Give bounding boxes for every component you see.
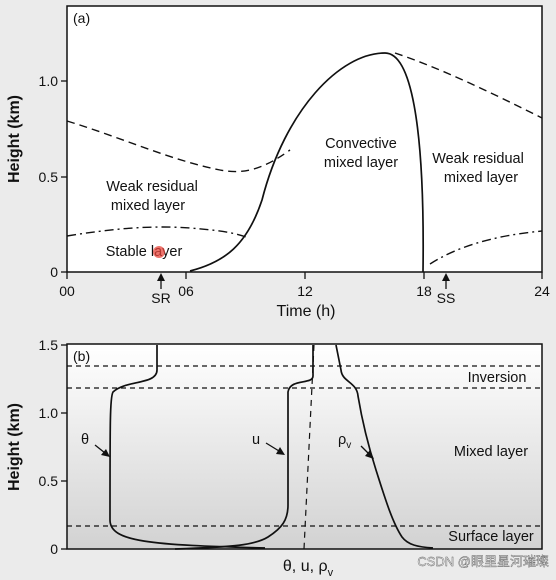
sunset-label: SS [437, 290, 456, 306]
panel-b-ylabel: Height (km) [6, 403, 23, 491]
panel-a-xtick-00: 00 [59, 283, 75, 299]
rho-pointer-arrow-icon [360, 445, 374, 459]
label-convective-1: Convective [325, 136, 397, 152]
panel-a-y-ticks [61, 80, 67, 273]
u-pointer-arrow-icon [265, 442, 285, 455]
stable-top-left-curve [66, 226, 247, 238]
panel-a-xlabel: Time (h) [277, 303, 336, 320]
panel-a-ytick-0: 0 [50, 264, 58, 280]
residual-top-left-curve [66, 120, 291, 173]
convective-layer-curve [189, 52, 425, 273]
panel-a-ylabel: Height (km) [6, 95, 23, 183]
panel-b: 1.5 1.0 0.5 0 Height (km) (b) θ u ρv [6, 337, 543, 579]
panel-b-xlabel-sub: v [328, 567, 334, 579]
label-residual-left-2: mixed layer [111, 198, 185, 214]
panel-a-x-ticks [66, 272, 543, 279]
panel-a-ytick-1: 1.0 [39, 73, 59, 89]
csdn-watermark: CSDN @眼里星河璀璨 [417, 554, 549, 569]
panel-a-xtick-18: 18 [416, 283, 432, 299]
panel-a-xtick-24: 24 [534, 283, 550, 299]
theta-profile-curve [109, 345, 266, 549]
mixed-layer-label: Mixed layer [454, 444, 528, 460]
panel-b-y-ticks [61, 344, 67, 550]
red-cursor-marker [153, 246, 165, 258]
panel-b-frame [66, 343, 543, 550]
panel-b-ytick-15: 1.5 [39, 337, 59, 353]
u-label: u [252, 432, 260, 448]
panel-a-frame [66, 5, 543, 273]
sunset-arrow-icon [442, 273, 450, 289]
panel-a-xtick-06: 06 [178, 283, 194, 299]
theta-label: θ [81, 432, 89, 448]
residual-top-right-curve [394, 52, 543, 119]
panel-b-xlabel-main: θ, u, ρ [283, 558, 328, 575]
rho-label: ρv [338, 432, 351, 451]
label-stable: Stable layer [106, 244, 183, 260]
inversion-label: Inversion [468, 370, 527, 386]
panel-a: 1.0 0.5 0 00 06 12 18 24 Time (h) Height… [6, 5, 550, 320]
theta-pointer-arrow-icon [94, 444, 110, 457]
label-convective-2: mixed layer [324, 155, 398, 171]
panel-b-ytick-1: 1.0 [39, 405, 59, 421]
panel-a-ytick-05: 0.5 [39, 169, 59, 185]
stable-top-right-curve [429, 230, 543, 265]
sunrise-arrow-icon [157, 273, 165, 289]
panel-b-xlabel: θ, u, ρv [283, 558, 334, 579]
panel-b-tag: (b) [73, 348, 90, 364]
rho-profile-curve [335, 344, 434, 549]
label-residual-left-1: Weak residual [106, 179, 198, 195]
sunrise-label: SR [151, 290, 170, 306]
u-profile-curve [174, 345, 314, 550]
panel-b-ytick-0: 0 [50, 541, 58, 557]
label-residual-right-2: mixed layer [444, 170, 518, 186]
label-residual-right-1: Weak residual [432, 151, 524, 167]
panel-b-ytick-05: 0.5 [39, 473, 59, 489]
rho-subscript: v [346, 440, 351, 451]
panel-a-tag: (a) [73, 10, 90, 26]
panel-a-xtick-12: 12 [297, 283, 313, 299]
rho-symbol: ρ [338, 432, 346, 448]
surface-layer-label: Surface layer [448, 529, 534, 545]
